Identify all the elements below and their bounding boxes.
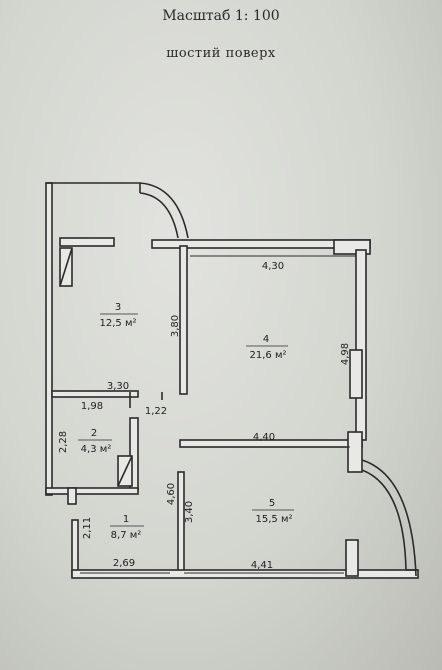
wall-3-4 [179, 245, 188, 395]
dim-211: 2,11 [82, 517, 93, 539]
room-1-area: 8,7 м² [111, 530, 142, 541]
room-2-number: 2 [91, 428, 97, 439]
scale-label: Масштаб 1: 100 [162, 8, 280, 24]
dim-269: 2,69 [113, 558, 135, 569]
dim-440: 4,40 [253, 432, 275, 443]
wall-room1-left [71, 519, 79, 577]
bay-curve-outer [139, 182, 189, 239]
wall-left [45, 182, 53, 496]
dim-122: 1,22 [145, 406, 167, 417]
bay5-outer [361, 459, 417, 577]
wall-room3-top-stub [59, 237, 115, 247]
dim-340: 3,40 [184, 501, 195, 523]
room-4-number: 4 [263, 334, 269, 345]
room-3-area: 12,5 м² [100, 318, 137, 329]
dim-430: 4,30 [262, 261, 284, 272]
shaft2-diag [117, 455, 133, 487]
dimension-labels: 4,30 3,80 4,98 3,30 1,98 1,22 2,28 4,40 … [58, 261, 351, 571]
room-1-number: 1 [123, 514, 129, 525]
dim-441: 4,41 [251, 560, 273, 571]
dim-498: 4,98 [340, 343, 351, 365]
room-5-number: 5 [269, 498, 275, 509]
room-5-area: 15,5 м² [256, 514, 293, 525]
room-4-area: 21,6 м² [250, 350, 287, 361]
room-2-area: 4,3 м² [81, 444, 112, 455]
bay-curve-inner [139, 192, 179, 239]
wall-room2-bottom [45, 487, 139, 495]
wall-right-room4 [355, 249, 367, 441]
bay5-inner [361, 469, 407, 571]
dimension-lines [80, 255, 356, 574]
dim-380: 3,80 [170, 315, 181, 337]
room-labels: 3 12,5 м² 4 21,6 м² 2 4,3 м² 1 8,7 м² 5 … [78, 302, 294, 541]
window-right [349, 349, 363, 399]
shaft-diag [59, 247, 73, 287]
wall-stub [67, 487, 77, 505]
column-bottom-right [345, 539, 359, 577]
wall-4-5-end [347, 431, 363, 473]
dim-330: 3,30 [107, 381, 129, 392]
dim-460: 4,60 [166, 483, 177, 505]
room-3-number: 3 [115, 302, 121, 313]
walls [45, 182, 419, 579]
wall-bottom [71, 569, 419, 579]
dim-198: 1,98 [81, 401, 103, 412]
dim-228: 2,28 [58, 431, 69, 453]
floor-label: шостий поверх [166, 46, 276, 61]
